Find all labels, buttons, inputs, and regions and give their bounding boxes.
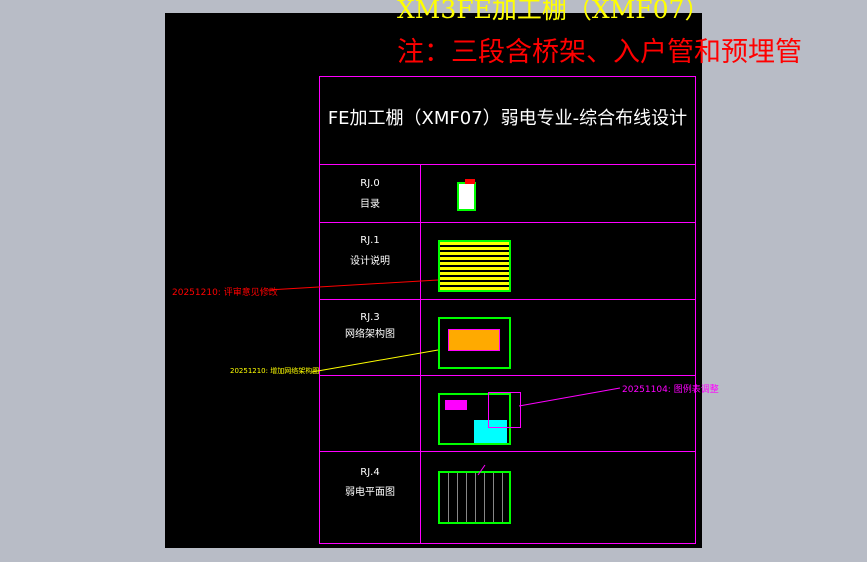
sheet-name: 目录	[360, 199, 380, 210]
drawing-note-text: 注：三段含桥架、入户管和预埋管	[397, 37, 802, 68]
sheet-name: 网络架构图	[345, 329, 395, 340]
sheet-name: 弱电平面图	[345, 487, 395, 498]
sheet-name: 设计说明	[350, 256, 390, 267]
sheet-thumbnail-design-notes[interactable]	[438, 240, 511, 292]
sheet-number: RJ.4	[360, 467, 380, 478]
revision-note-yellow: 20251210: 增加网络架构图	[230, 367, 320, 375]
thumb-mark	[465, 179, 475, 184]
sheet-number: RJ.1	[360, 235, 380, 246]
sheet-thumbnail-floor-plan[interactable]	[438, 471, 511, 524]
revision-note-red: 20251210: 评审意见修改	[172, 288, 278, 298]
revision-note-magenta: 20251104: 图例表调整	[622, 385, 719, 395]
sheet-thumbnail-legend[interactable]	[438, 393, 511, 445]
sheet-thumbnail-network-diagram[interactable]	[438, 317, 511, 369]
table-title: FE加工棚（XMF07）弱电专业-综合布线设计	[327, 108, 688, 129]
sheet-number: RJ.0	[360, 178, 380, 189]
drawing-title-text: XM3FE加工棚（XMF07）	[397, 0, 710, 24]
revision-cloud	[488, 392, 521, 428]
sheet-number: RJ.3	[360, 312, 380, 323]
